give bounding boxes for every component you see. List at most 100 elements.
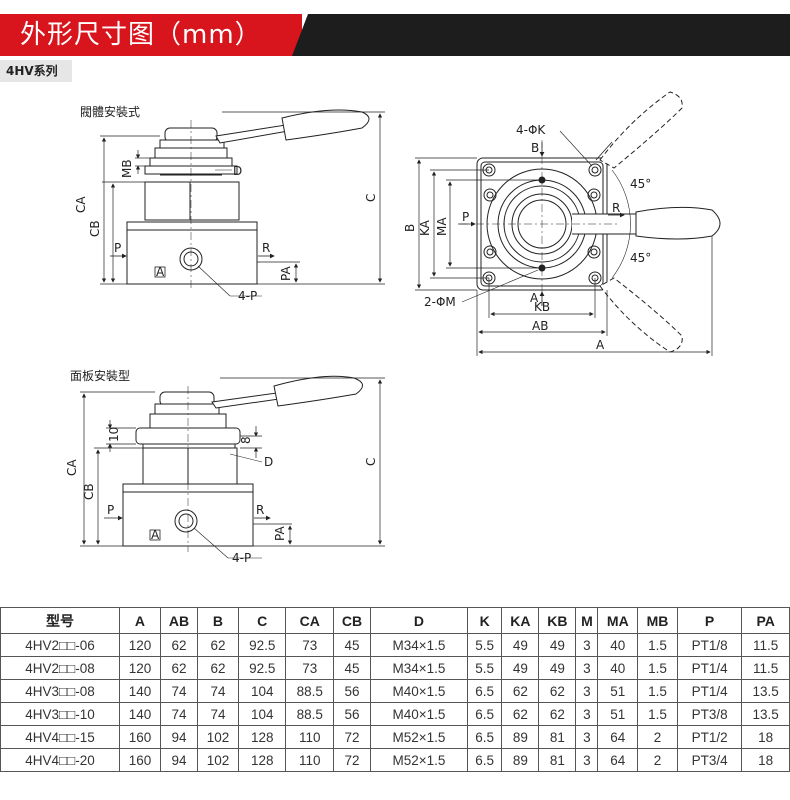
svg-text:PA: PA: [279, 266, 293, 281]
column-header: KB: [538, 607, 577, 634]
svg-text:KA: KA: [418, 219, 432, 236]
column-header: P: [676, 607, 743, 634]
column-header: KA: [501, 607, 540, 634]
svg-text:CA: CA: [65, 459, 79, 476]
table-cell: 3: [575, 679, 599, 703]
svg-text:4-P: 4-P: [232, 551, 251, 565]
svg-text:P: P: [114, 241, 121, 255]
table-cell: 40: [597, 656, 639, 680]
svg-text:D: D: [264, 455, 273, 469]
svg-text:45°: 45°: [630, 177, 651, 191]
dimension-drawing: 閥體安裝式 A: [65, 91, 721, 565]
column-header: CB: [332, 607, 371, 634]
table-cell: 128: [237, 725, 287, 749]
table-cell: 3: [575, 656, 599, 680]
column-header: 型号: [0, 607, 120, 634]
table-cell: 6.5: [466, 702, 503, 726]
table-cell: 1.5: [637, 633, 678, 657]
table-cell: 140: [119, 702, 161, 726]
table-cell: 88.5: [285, 702, 334, 726]
svg-text:A: A: [596, 338, 605, 352]
svg-text:4-ΦK: 4-ΦK: [516, 123, 546, 137]
table-cell: 4HV3□□-08: [0, 679, 120, 703]
column-header: M: [575, 607, 599, 634]
table-cell: 62: [538, 679, 577, 703]
table-cell: PT1/2: [676, 725, 743, 749]
table-cell: 104: [237, 702, 287, 726]
table-cell: 49: [501, 656, 540, 680]
table-cell: 18: [741, 725, 790, 749]
table-cell: M34×1.5: [369, 633, 468, 657]
table-cell: 73: [285, 656, 334, 680]
svg-text:B: B: [403, 224, 417, 232]
table-cell: M34×1.5: [369, 656, 468, 680]
column-header: B: [196, 607, 239, 634]
valve-top-view: [415, 91, 721, 356]
svg-text:10: 10: [107, 427, 121, 442]
table-cell: 4HV3□□-10: [0, 702, 120, 726]
table-cell: 1.5: [637, 656, 678, 680]
svg-text:P: P: [107, 503, 114, 517]
table-cell: 62: [196, 633, 239, 657]
column-header: MA: [597, 607, 639, 634]
table-cell: 74: [159, 702, 198, 726]
column-header: AB: [159, 607, 198, 634]
svg-text:R: R: [256, 503, 264, 517]
table-cell: 6.5: [466, 725, 503, 749]
table-cell: 92.5: [237, 633, 287, 657]
table-cell: 128: [237, 748, 287, 772]
svg-text:MB: MB: [120, 159, 134, 178]
svg-text:R: R: [612, 201, 620, 215]
svg-text:A: A: [151, 528, 160, 542]
table-cell: 6.5: [466, 748, 503, 772]
table-cell: 3: [575, 725, 599, 749]
table-cell: 94: [159, 725, 198, 749]
table-cell: 102: [196, 748, 239, 772]
panel-mount-labels: CA CB 10 8 D P R PA 4-P C: [65, 427, 378, 565]
table-cell: 4HV2□□-06: [0, 633, 120, 657]
table-cell: 49: [538, 633, 577, 657]
column-header: D: [369, 607, 468, 634]
table-cell: 1.5: [637, 679, 678, 703]
table-cell: 18: [741, 748, 790, 772]
table-cell: 62: [501, 679, 540, 703]
table-cell: 102: [196, 725, 239, 749]
table-cell: M40×1.5: [369, 702, 468, 726]
table-cell: 64: [597, 748, 639, 772]
table-cell: PT1/4: [676, 679, 743, 703]
table-cell: 11.5: [741, 656, 790, 680]
column-header: A: [119, 607, 161, 634]
table-cell: 13.5: [741, 679, 790, 703]
table-cell: M52×1.5: [369, 748, 468, 772]
top-view-labels: 4-ΦK B B KA MA P R 45° 45° A 2-ΦM KB AB …: [403, 123, 651, 352]
table-cell: M52×1.5: [369, 725, 468, 749]
view-title-valve-mount: 閥體安裝式: [80, 104, 140, 119]
svg-text:8: 8: [239, 436, 253, 444]
page-title: 外形尺寸图（mm）: [20, 20, 262, 50]
svg-text:A: A: [530, 291, 539, 305]
table-cell: 56: [332, 702, 371, 726]
table-cell: 62: [159, 633, 198, 657]
table-cell: 62: [159, 656, 198, 680]
valve-mount-side-view: 閥體安裝式 A: [80, 104, 385, 297]
column-header: CA: [285, 607, 334, 634]
svg-text:PA: PA: [273, 526, 287, 541]
svg-text:C: C: [364, 458, 378, 466]
table-cell: PT3/8: [676, 702, 743, 726]
table-cell: 89: [501, 748, 540, 772]
svg-text:4-P: 4-P: [238, 289, 257, 303]
table-cell: 5.5: [466, 633, 503, 657]
svg-text:A: A: [156, 265, 165, 279]
table-cell: 3: [575, 748, 599, 772]
table-cell: 2: [637, 748, 678, 772]
table-cell: 4HV4□□-15: [0, 725, 120, 749]
table-cell: 45: [332, 633, 371, 657]
table-cell: 56: [332, 679, 371, 703]
panel-mount-side-view: 面板安裝型 A: [70, 368, 385, 559]
table-cell: PT1/4: [676, 656, 743, 680]
series-tag: 4HV系列: [0, 60, 72, 82]
